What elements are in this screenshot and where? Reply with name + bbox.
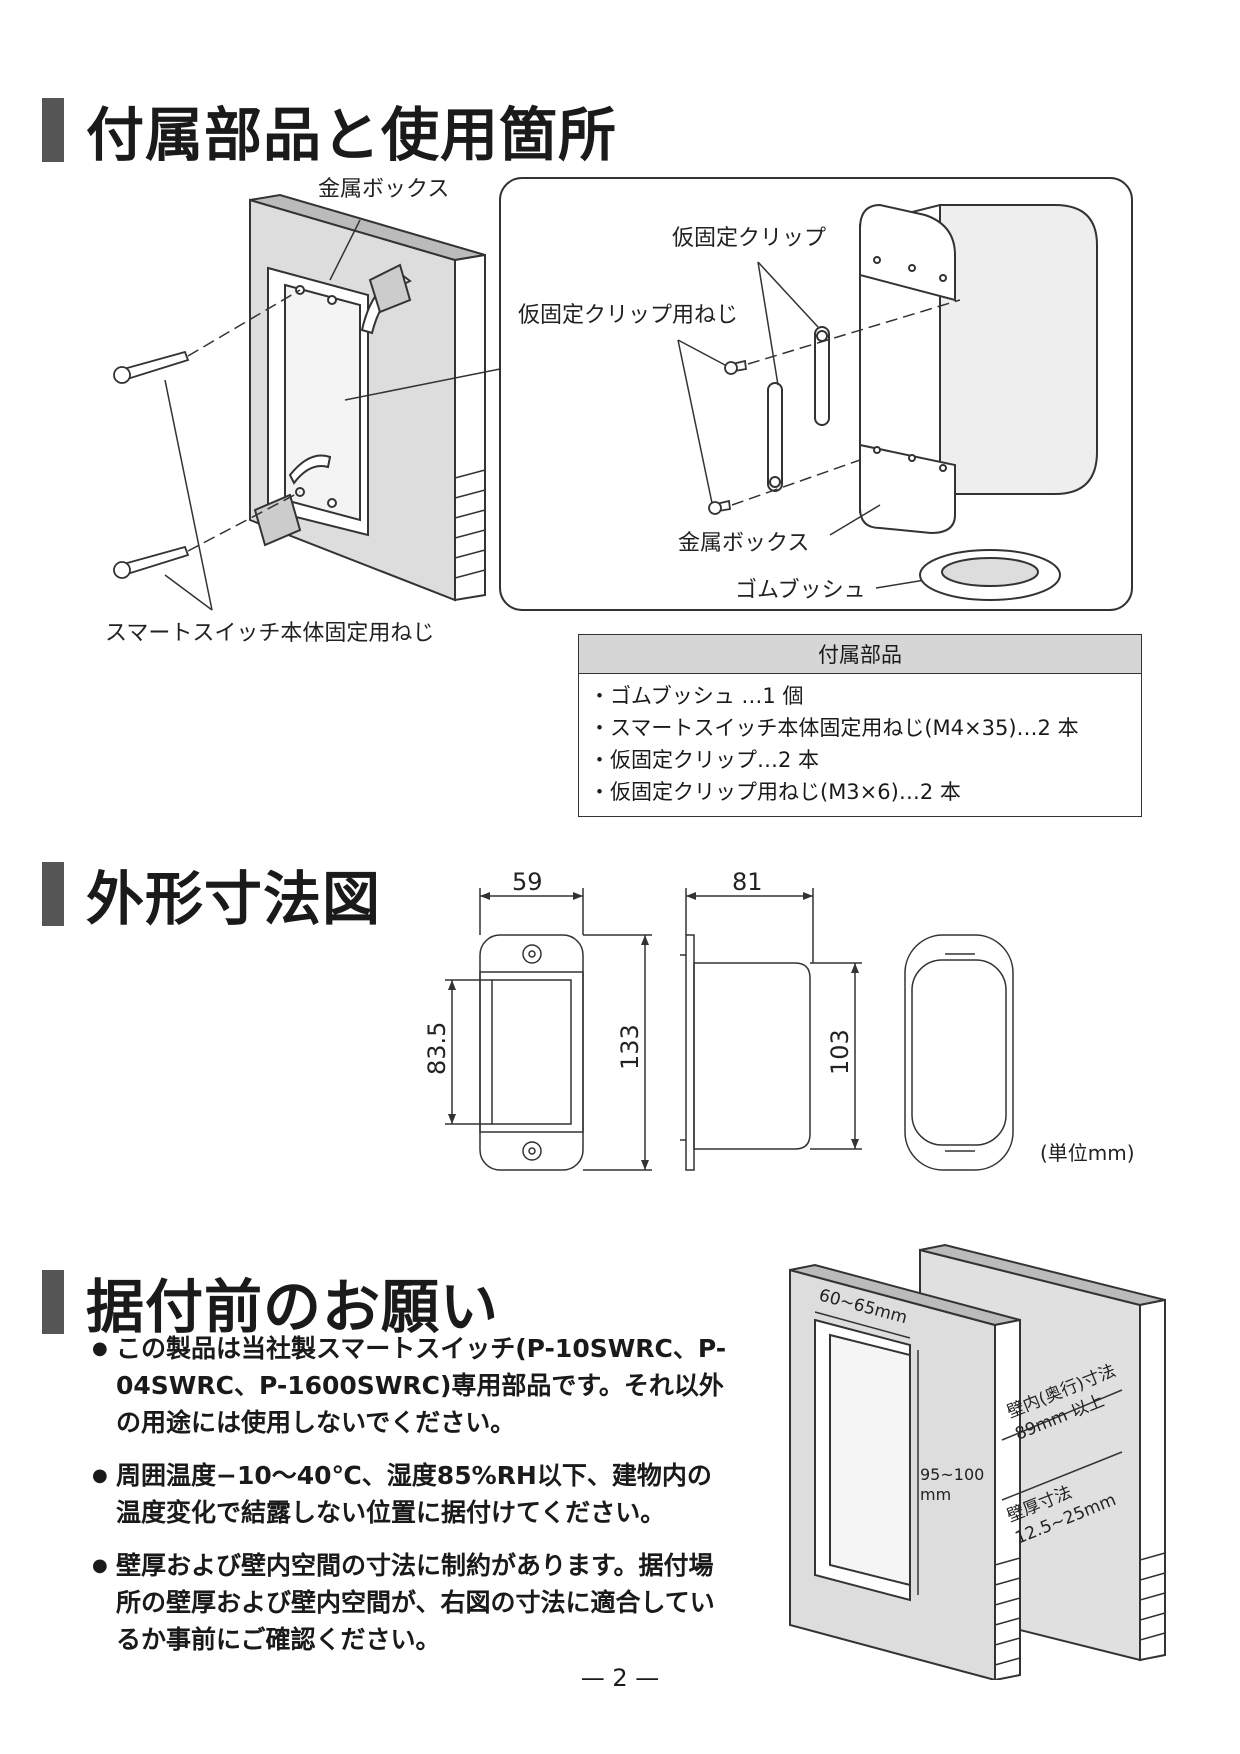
- heading-bar: [42, 862, 64, 926]
- section-heading-accessories: 付属部品と使用箇所: [42, 88, 617, 172]
- accessory-item: ゴムブッシュ …1 個: [589, 680, 1131, 712]
- label-switch-screw: スマートスイッチ本体固定用ねじ: [105, 621, 434, 646]
- dimension-drawing: 59 81 83.5 133 103 (単位mm): [423, 868, 1135, 1171]
- label-metal-box-top: 金属ボックス: [318, 177, 449, 202]
- temp-clips: [767, 326, 830, 492]
- precaution-item: 周囲温度−10〜40℃、湿度85%RH以下、建物内の温度変化で結露しない位置に据…: [92, 1457, 732, 1531]
- dim-width: 59: [512, 868, 543, 896]
- label-temp-clip: 仮固定クリップ: [672, 226, 826, 251]
- accessory-table-header: 付属部品: [579, 635, 1141, 674]
- box-detail: [859, 203, 1098, 535]
- dim-unit: (単位mm): [1040, 1141, 1135, 1165]
- label-temp-clip-screw: 仮固定クリップ用ねじ: [518, 303, 738, 328]
- accessory-list: ゴムブッシュ …1 個 スマートスイッチ本体固定用ねじ(M4×35)…2 本 仮…: [579, 674, 1141, 816]
- label-rubber-bush: ゴムブッシュ: [735, 578, 866, 603]
- dim-hole-pitch: 83.5: [423, 1022, 451, 1075]
- page-number: — 2 —: [580, 1664, 660, 1692]
- accessory-item: 仮固定クリップ用ねじ(M3×6)…2 本: [589, 776, 1131, 808]
- dim-depth: 81: [732, 868, 763, 896]
- heading-bar: [42, 1270, 64, 1334]
- clip-screws: [708, 359, 747, 515]
- label-metal-box-bottom: 金属ボックス: [678, 531, 809, 556]
- heading-title: 付属部品と使用箇所: [86, 101, 618, 169]
- precaution-item: 壁厚および壁内空間の寸法に制約があります。据付場所の壁厚および壁内空間が、右図の…: [92, 1547, 732, 1658]
- installation-diagram: 金属ボックス スマートスイッチ本体固定用ねじ: [105, 177, 1133, 646]
- rubber-bush: [919, 549, 1061, 601]
- wall-requirement-diagram: 60~65mm 95~100 mm 壁内(奥行)寸法 89mm 以上 壁厚寸法 …: [789, 1243, 1166, 1680]
- heading-bar: [42, 98, 64, 162]
- opening-height-label-1: 95~100: [920, 1465, 984, 1484]
- heading-title: 外形寸法図: [86, 865, 382, 933]
- box-in-wall: [267, 266, 369, 537]
- section-heading-dimensions: 外形寸法図: [42, 852, 381, 936]
- accessory-item: 仮固定クリップ…2 本: [589, 744, 1131, 776]
- accessory-table: 付属部品 ゴムブッシュ …1 個 スマートスイッチ本体固定用ねじ(M4×35)……: [578, 634, 1142, 817]
- precaution-list: この製品は当社製スマートスイッチ(P-10SWRC、P-04SWRC、P-160…: [92, 1330, 732, 1674]
- fixing-screws: [113, 350, 190, 579]
- accessory-item: スマートスイッチ本体固定用ねじ(M4×35)…2 本: [589, 712, 1131, 744]
- opening-height-label-2: mm: [920, 1485, 951, 1504]
- precaution-item: この製品は当社製スマートスイッチ(P-10SWRC、P-04SWRC、P-160…: [92, 1330, 732, 1441]
- dim-height: 133: [616, 1024, 644, 1070]
- dim-body-height: 103: [826, 1029, 854, 1075]
